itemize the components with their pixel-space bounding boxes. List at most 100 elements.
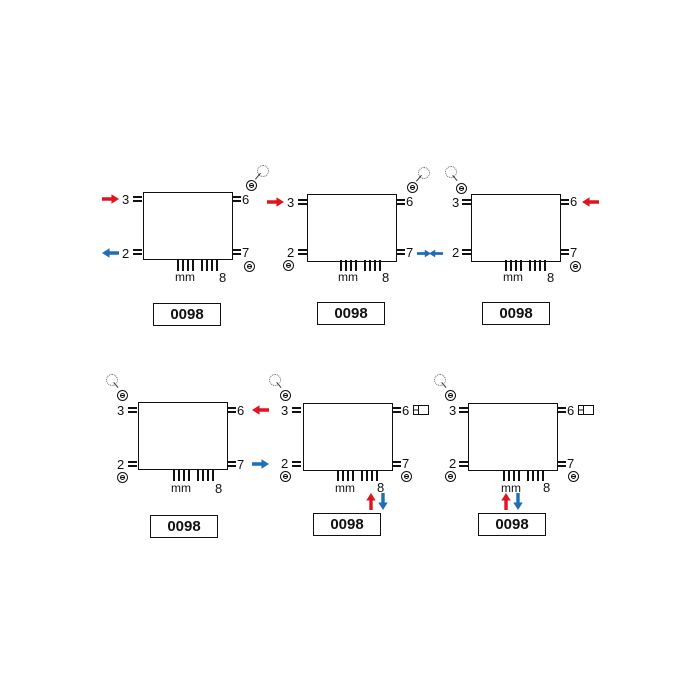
pin-2-label: 2 (449, 456, 457, 471)
bottom-legs (173, 470, 223, 481)
filter-body (307, 194, 397, 262)
pin-3-stub (462, 199, 471, 205)
pin-2-stub (292, 461, 301, 467)
ground-icon (456, 183, 467, 194)
pin-6-label: 6 (567, 403, 575, 418)
ground-icon (445, 390, 456, 401)
pin-6-label: 6 (242, 192, 250, 207)
ground-icon (280, 471, 291, 482)
ground-icon (280, 390, 291, 401)
capacitor-icon (445, 166, 457, 178)
pin-3-stub (459, 407, 468, 413)
ground-icon (117, 390, 128, 401)
ground-icon (568, 471, 579, 482)
diagram-2: 3 2 6 7 mm 8 0098 (260, 162, 440, 342)
input-arrow-icon (267, 197, 284, 207)
ground-icon (117, 472, 128, 483)
pin-3-label: 3 (449, 403, 457, 418)
pin-6-stub (227, 407, 236, 413)
pin-3-label: 3 (287, 195, 295, 210)
pin-8-label: 8 (219, 270, 227, 285)
ground-icon (283, 260, 294, 271)
bottom-legs (177, 260, 227, 271)
capacitor-icon (257, 165, 269, 177)
pin-mm-label: mm (503, 270, 523, 284)
pin-2-label: 2 (452, 245, 460, 260)
diagram-3: 3 2 6 7 mm 8 0098 (420, 162, 600, 342)
bottom-legs (337, 470, 387, 481)
ground-icon (407, 182, 418, 193)
pin-6-stub (560, 199, 569, 205)
pin-6-label: 6 (570, 194, 578, 209)
pin-3-stub (298, 199, 307, 205)
pin-3-label: 3 (281, 403, 289, 418)
pin-3-label: 3 (122, 192, 130, 207)
pin-7-stub (232, 249, 241, 255)
ground-icon (570, 261, 581, 272)
pin-mm-label: mm (175, 270, 195, 284)
pin-mm-label: mm (171, 481, 191, 495)
pin-mm-label: mm (335, 481, 355, 495)
pin-7-label: 7 (402, 456, 410, 471)
bidirectional-arrow-left-icon (429, 249, 443, 258)
filter-body (143, 192, 233, 260)
part-number-label: 0098 (153, 303, 221, 326)
diagram-1: 3 2 6 7 mm 8 0098 (95, 160, 275, 340)
ground-icon (246, 180, 257, 191)
pin-8-label: 8 (382, 270, 390, 285)
pin-7-label: 7 (242, 245, 250, 260)
ground-icon (401, 471, 412, 482)
input-arrow-icon (582, 197, 599, 207)
part-number-label: 0098 (478, 513, 546, 536)
pin-3-label: 3 (452, 195, 460, 210)
pin-6-stub (232, 196, 241, 202)
pin-8-label: 8 (215, 481, 223, 496)
input-arrow-icon (102, 194, 119, 204)
pin-2-label: 2 (287, 245, 295, 260)
pin-8-label: 8 (543, 480, 551, 495)
pin-7-stub (557, 461, 566, 467)
output-arrow-down-icon (378, 493, 388, 510)
filter-body (471, 194, 561, 262)
capacitor-icon (434, 374, 446, 386)
part-number-label: 0098 (317, 302, 385, 325)
bottom-legs (503, 470, 553, 481)
pin-6-stub (392, 407, 401, 413)
pin-mm-label: mm (501, 481, 521, 495)
filter-body (303, 403, 393, 471)
bottom-legs (340, 260, 390, 271)
diagram-5: 3 2 6 7 mm 8 0098 (260, 370, 440, 550)
capacitor-icon (269, 374, 281, 386)
pin-6-stub (557, 407, 566, 413)
part-number-label: 0098 (313, 513, 381, 536)
input-arrow-up-icon (501, 493, 511, 510)
output-arrow-down-icon (513, 493, 523, 510)
pin-7-label: 7 (567, 456, 575, 471)
pin-3-label: 3 (117, 403, 125, 418)
part-number-label: 0098 (482, 302, 550, 325)
filter-body (468, 403, 558, 471)
pin-7-stub (227, 461, 236, 467)
pin-2-stub (128, 461, 137, 467)
pin-6-label: 6 (406, 194, 414, 209)
pin-8-label: 8 (377, 480, 385, 495)
pin-2-stub (298, 249, 307, 255)
output-arrow-icon (102, 248, 119, 258)
pin-7-label: 7 (570, 245, 578, 260)
pin-6-label: 6 (237, 403, 245, 418)
capacitor-icon (106, 374, 118, 386)
pin-2-label: 2 (117, 457, 125, 472)
pin-3-stub (128, 407, 137, 413)
filter-body (138, 402, 228, 470)
ground-icon (445, 471, 456, 482)
pin-2-stub (133, 249, 142, 255)
termination-icon (578, 405, 594, 415)
pin-mm-label: mm (338, 270, 358, 284)
pin-7-stub (560, 249, 569, 255)
part-number-label: 0098 (150, 515, 218, 538)
pin-6-stub (396, 199, 405, 205)
input-arrow-up-icon (366, 493, 376, 510)
diagram-4: 3 2 6 7 mm 8 0098 (95, 370, 275, 550)
capacitor-icon (418, 167, 430, 179)
ground-icon (244, 261, 255, 272)
